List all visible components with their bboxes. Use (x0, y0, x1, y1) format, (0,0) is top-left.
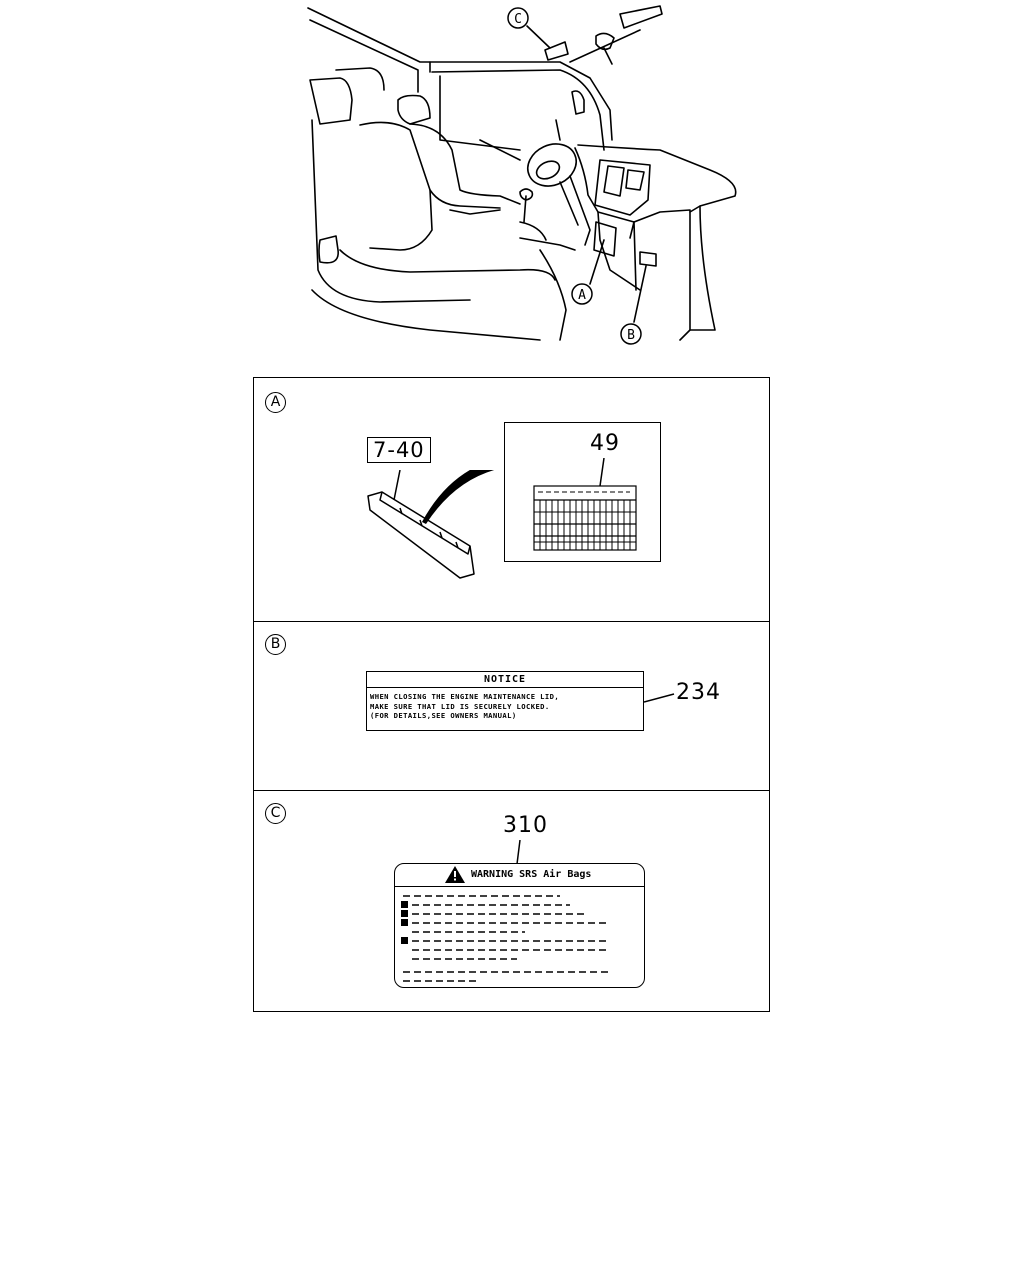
warning-label-title: WARNING SRS Air Bags (471, 869, 592, 880)
warning-label-body-lines (401, 895, 610, 982)
part-number-310: 310 (503, 813, 548, 838)
callout-a: A (571, 283, 593, 305)
notice-label: NOTICE WHEN CLOSING THE ENGINE MAINTENAN… (366, 671, 644, 731)
cab-interior-illustration: C A B (307, 5, 737, 345)
part-number-49: 49 (590, 431, 620, 456)
part-number-234: 234 (676, 680, 721, 705)
leader-line-234 (644, 693, 675, 703)
glovebox-lid-illustration (367, 470, 495, 579)
callout-c: C (507, 7, 529, 29)
panel-c (253, 790, 770, 1012)
fuse-label-frame (504, 422, 661, 562)
panel-a-marker: A (265, 392, 286, 413)
warning-triangle-icon (445, 866, 465, 883)
notice-line-1: WHEN CLOSING THE ENGINE MAINTENANCE LID, (370, 692, 560, 701)
notice-line-2: MAKE SURE THAT LID IS SECURELY LOCKED. (370, 701, 550, 711)
callout-b: B (620, 323, 642, 345)
panel-b-marker: B (265, 634, 286, 655)
callout-b-letter: B (627, 328, 635, 343)
panel-c-marker: C (265, 803, 286, 824)
callout-a-letter: A (578, 288, 586, 303)
notice-line-3: (FOR DETAILS,SEE OWNERS MANUAL) (370, 711, 517, 720)
notice-label-title: NOTICE (367, 672, 643, 688)
leader-line-310 (516, 840, 521, 865)
reference-label-7-40: 7-40 (367, 437, 431, 463)
fuse-chart-icon (533, 458, 637, 551)
callout-c-letter: C (514, 12, 522, 27)
srs-airbag-warning-label: WARNING SRS Air Bags (394, 863, 645, 988)
